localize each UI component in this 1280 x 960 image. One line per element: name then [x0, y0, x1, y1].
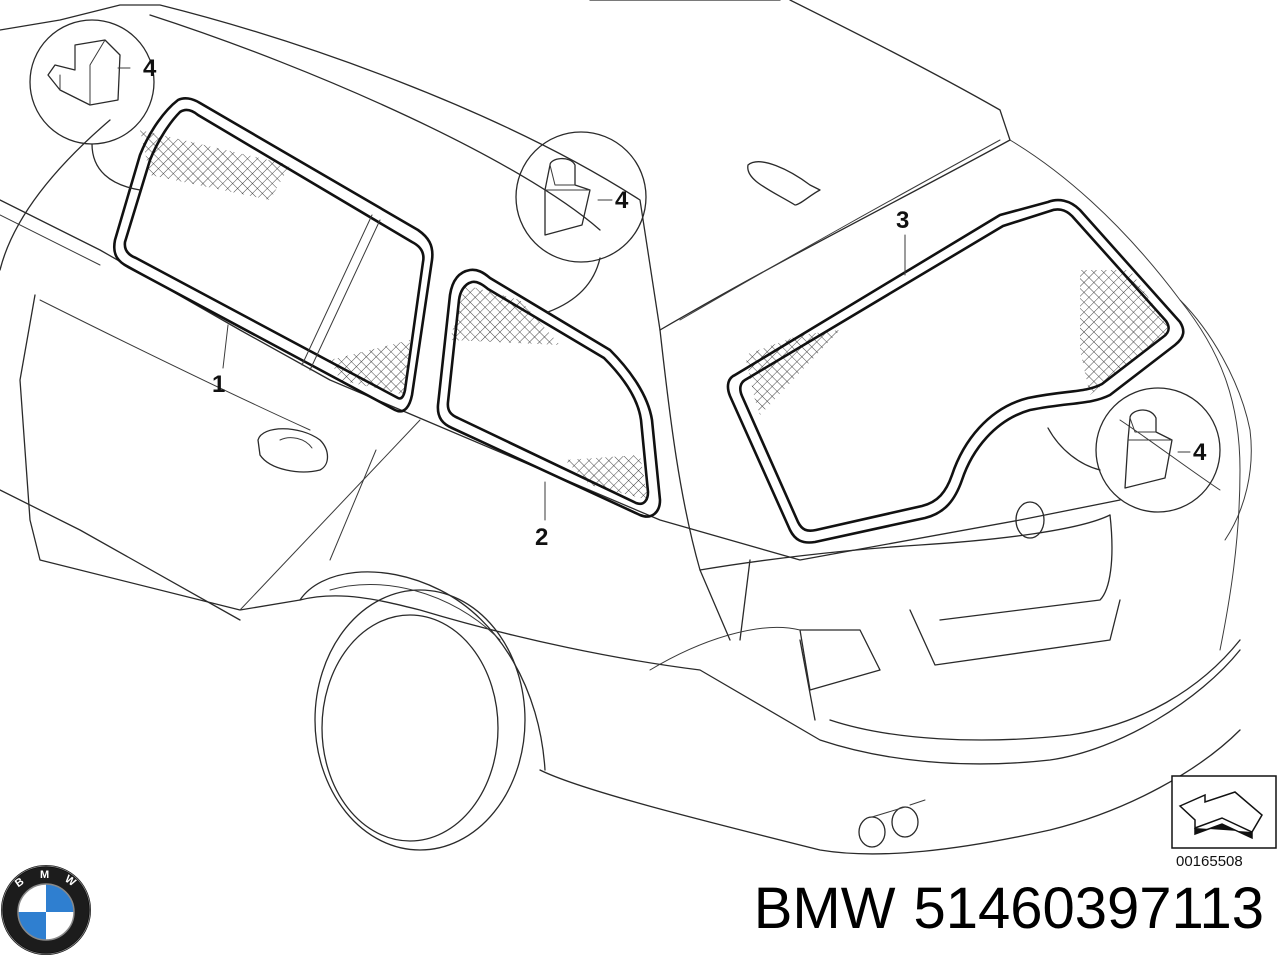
- clip-detail-top-left: 4: [29, 19, 157, 191]
- callout-4-rear: 4: [1193, 439, 1207, 466]
- caption-brand: BMW: [753, 876, 896, 941]
- callout-3: 3: [896, 207, 909, 234]
- rear-door-window-seal: [112, 97, 434, 413]
- bmw-logo: B M W: [1, 865, 91, 955]
- document-number: 00165508: [1176, 853, 1243, 870]
- quarter-window-seal: [436, 268, 662, 521]
- rear-window-seal: [726, 198, 1185, 544]
- callout-1: 1: [212, 371, 225, 398]
- exhaust-pipes: [858, 799, 926, 848]
- callout-2: 2: [535, 524, 548, 551]
- car-body-outline: [0, 0, 1252, 855]
- rear-wheel: [299, 571, 546, 851]
- svg-text:M: M: [40, 869, 49, 881]
- clip-detail-rear: 4: [1047, 387, 1221, 513]
- orientation-arrow-box: 00165508: [1171, 775, 1277, 870]
- caption-part-number: 51460397113: [913, 876, 1264, 941]
- callout-4-top-center: 4: [615, 187, 629, 214]
- clip-detail-top-center: 4: [515, 131, 647, 313]
- callout-4-top-left: 4: [143, 55, 157, 82]
